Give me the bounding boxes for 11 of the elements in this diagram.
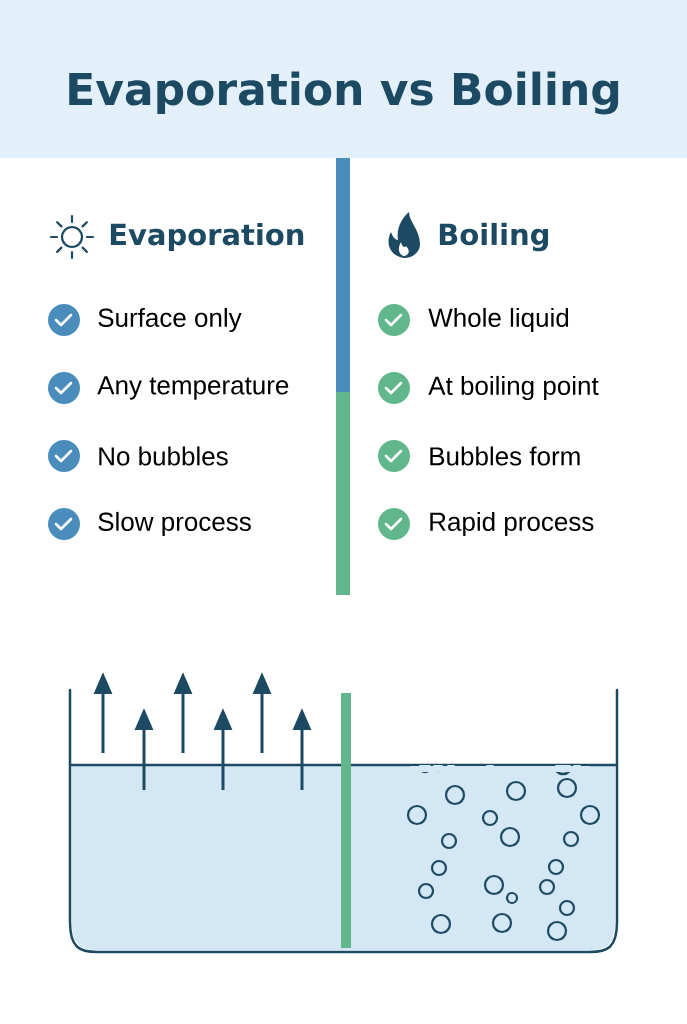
list-item: At boiling point xyxy=(428,375,599,401)
list-item: Bubbles form xyxy=(430,446,580,466)
list-item: Rapid process xyxy=(430,511,594,537)
title: Evaporation vs Boiling xyxy=(69,71,619,115)
list-item: Slow process xyxy=(98,511,251,537)
column-heading: Evaporation xyxy=(110,222,304,252)
column-heading: Boiling xyxy=(439,222,548,252)
list-item: Surface only xyxy=(98,307,242,333)
list-item: Whole liquid xyxy=(428,307,569,333)
list-item: No bubbles xyxy=(99,446,228,466)
list-item: Any temperature xyxy=(97,376,289,400)
